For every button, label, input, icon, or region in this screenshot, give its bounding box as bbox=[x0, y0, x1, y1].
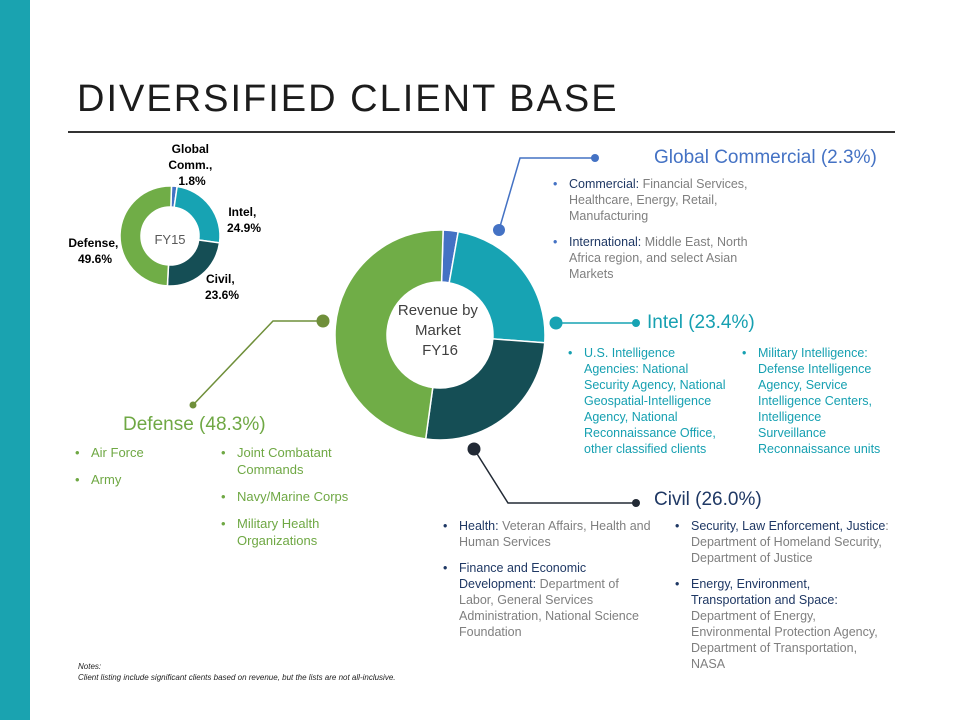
civil-heading: Civil (26.0%) bbox=[654, 489, 762, 510]
global-commercial-list: Commercial: Financial Services, Healthca… bbox=[551, 176, 756, 292]
notes: Notes: Client listing include significan… bbox=[78, 661, 396, 683]
list-item: International: Middle East, North Africa… bbox=[551, 234, 756, 282]
defense-list-left: Air Force Army bbox=[73, 444, 193, 498]
fy16-slice-defense bbox=[334, 229, 444, 440]
connector-intel bbox=[549, 316, 640, 330]
fy15-label-global: Global Comm., 1.8% bbox=[168, 142, 215, 188]
fy15-label-defense: Defense, 49.6% bbox=[68, 236, 121, 266]
list-item: Energy, Environment, Transportation and … bbox=[673, 576, 893, 672]
page-title: DIVERSIFIED CLIENT BASE bbox=[77, 78, 619, 120]
list-item: Commercial: Financial Services, Healthca… bbox=[551, 176, 756, 224]
list-item: Joint Combatant Commands bbox=[219, 444, 369, 478]
list-item: U.S. Intelligence Agencies: National Sec… bbox=[566, 345, 731, 457]
connector-civil bbox=[467, 442, 640, 507]
fy16-slice-intel bbox=[448, 230, 546, 344]
fy15-center-label: FY15 bbox=[154, 232, 185, 247]
accent-bar bbox=[0, 0, 30, 720]
list-item: Finance and Economic Development: Depart… bbox=[441, 560, 656, 640]
list-item: Navy/Marine Corps bbox=[219, 488, 369, 505]
fy16-slice-civil bbox=[424, 338, 546, 441]
title-divider bbox=[68, 131, 895, 133]
fy15-label-intel: Intel, 24.9% bbox=[227, 205, 261, 235]
civil-list-right: Security, Law Enforcement, Justice: Depa… bbox=[673, 518, 893, 682]
intel-list-left: U.S. Intelligence Agencies: National Sec… bbox=[566, 345, 731, 467]
fy15-donut-chart bbox=[119, 185, 221, 287]
civil-list-left: Health: Veteran Affairs, Health and Huma… bbox=[441, 518, 656, 650]
list-item: Air Force bbox=[73, 444, 193, 461]
fy16-donut-chart bbox=[334, 229, 546, 441]
list-item: Army bbox=[73, 471, 193, 488]
fy16-center-label: Revenue by Market FY16 bbox=[398, 302, 482, 359]
notes-heading: Notes: bbox=[78, 662, 102, 671]
defense-list-right: Joint Combatant Commands Navy/Marine Cor… bbox=[219, 444, 369, 559]
intel-list-right: Military Intelligence: Defense Intellige… bbox=[740, 345, 890, 467]
list-item: Military Intelligence: Defense Intellige… bbox=[740, 345, 890, 457]
fy15-slice-defense bbox=[119, 185, 173, 287]
fy15-label-civil: Civil, 23.6% bbox=[205, 272, 239, 302]
list-item: Military Health Organizations bbox=[219, 515, 369, 549]
list-item: Health: Veteran Affairs, Health and Huma… bbox=[441, 518, 656, 550]
connector-defense bbox=[189, 314, 330, 409]
global-commercial-heading: Global Commercial (2.3%) bbox=[654, 147, 877, 168]
connector-global bbox=[493, 154, 599, 236]
defense-heading: Defense (48.3%) bbox=[123, 414, 266, 435]
notes-text: Client listing include significant clien… bbox=[78, 673, 396, 682]
list-item: Security, Law Enforcement, Justice: Depa… bbox=[673, 518, 893, 566]
intel-heading: Intel (23.4%) bbox=[647, 312, 755, 333]
